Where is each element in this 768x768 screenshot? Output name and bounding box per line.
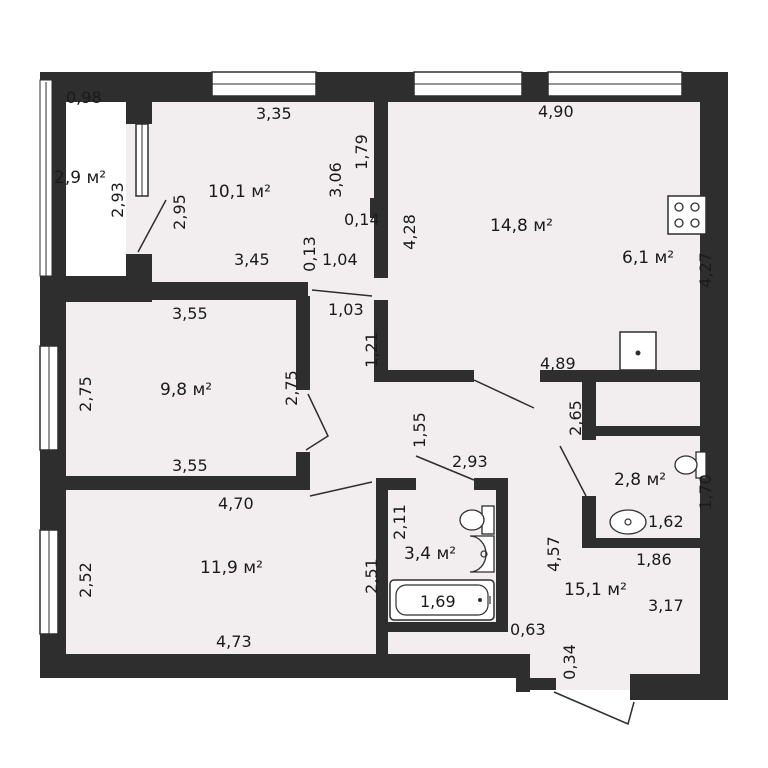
dim-niche-121: 1,21 <box>361 332 381 368</box>
balcony-floor <box>66 102 126 278</box>
dim-bedroom-top-bottom: 3,45 <box>234 250 270 269</box>
dim-bedroom-mid-top: 3,55 <box>172 304 208 323</box>
dim-bedroom-bot-bottom: 4,73 <box>216 632 252 651</box>
dim-bedroom-top-width: 3,35 <box>256 104 292 123</box>
dim-bedroom-bot-left: 2,52 <box>75 562 95 598</box>
dim-bedroom-mid-left: 2,75 <box>75 376 95 412</box>
bathroom-area: 3,4 м² <box>404 544 457 564</box>
dim-hall-186: 1,86 <box>636 550 672 569</box>
dim-bedroom-top-left: 2,95 <box>169 194 189 230</box>
dim-niche-103: 1,03 <box>328 300 364 319</box>
dim-niche-013: 0,13 <box>299 236 319 272</box>
fixtures <box>389 195 707 621</box>
dim-bedroom-bot-top: 4,70 <box>218 494 254 513</box>
kitchen-zone-area: 6,1 м² <box>622 248 675 268</box>
dim-balcony-width: 0,98 <box>66 88 102 107</box>
bedroom-middle-area: 9,8 м² <box>160 380 213 400</box>
stove-icon <box>667 195 707 235</box>
wc-sink-icon <box>609 509 647 535</box>
hallway-area: 15,1 м² <box>564 580 627 600</box>
sink-icon <box>469 535 495 573</box>
dim-bath-tub: 1,69 <box>420 592 456 611</box>
dim-corridor-155: 1,55 <box>409 412 429 448</box>
dim-niche-104: 1,04 <box>322 250 358 269</box>
interior-walls <box>40 102 726 658</box>
door-swings <box>137 199 635 726</box>
dim-bedroom-top-right-upper: 1,79 <box>351 134 371 170</box>
living-area: 14,8 м² <box>490 216 553 236</box>
bedroom-bottom-area: 11,9 м² <box>200 558 263 578</box>
dim-bedroom-bot-right: 2,51 <box>361 558 381 594</box>
apartment-floor <box>42 74 726 698</box>
windows <box>39 71 683 635</box>
dim-bath-left: 2,11 <box>389 504 409 540</box>
dim-hall-317: 3,17 <box>648 596 684 615</box>
bathtub-icon <box>389 579 495 621</box>
dim-toilet-170: 1,70 <box>695 474 715 510</box>
dim-hall-457: 4,57 <box>543 536 563 572</box>
dim-bath-top: 2,93 <box>452 452 488 471</box>
dim-bedroom-mid-right: 2,75 <box>281 370 301 406</box>
balcony-area: 2,9 м² <box>54 168 107 188</box>
dim-toilet-162: 1,62 <box>648 512 684 531</box>
wc-toilet-icon <box>674 451 707 479</box>
dim-hall-265: 2,65 <box>565 400 585 436</box>
dim-living-right: 4,27 <box>695 252 715 288</box>
dim-hall-063: 0,63 <box>510 620 546 639</box>
dim-niche-014: 0,14 <box>344 210 380 229</box>
dim-hall-034: 0,34 <box>559 644 579 680</box>
dim-living-left: 4,28 <box>399 214 419 250</box>
dim-living-width: 4,90 <box>538 102 574 121</box>
dim-balcony-length: 2,93 <box>107 182 127 218</box>
toilet-area: 2,8 м² <box>614 470 667 490</box>
bedroom-top-area: 10,1 м² <box>208 182 271 202</box>
dim-bedroom-top-right: 3,06 <box>325 162 345 198</box>
toilet-icon <box>459 505 495 535</box>
dim-bedroom-mid-bottom: 3,55 <box>172 456 208 475</box>
dim-living-bottom: 4,89 <box>540 354 576 373</box>
